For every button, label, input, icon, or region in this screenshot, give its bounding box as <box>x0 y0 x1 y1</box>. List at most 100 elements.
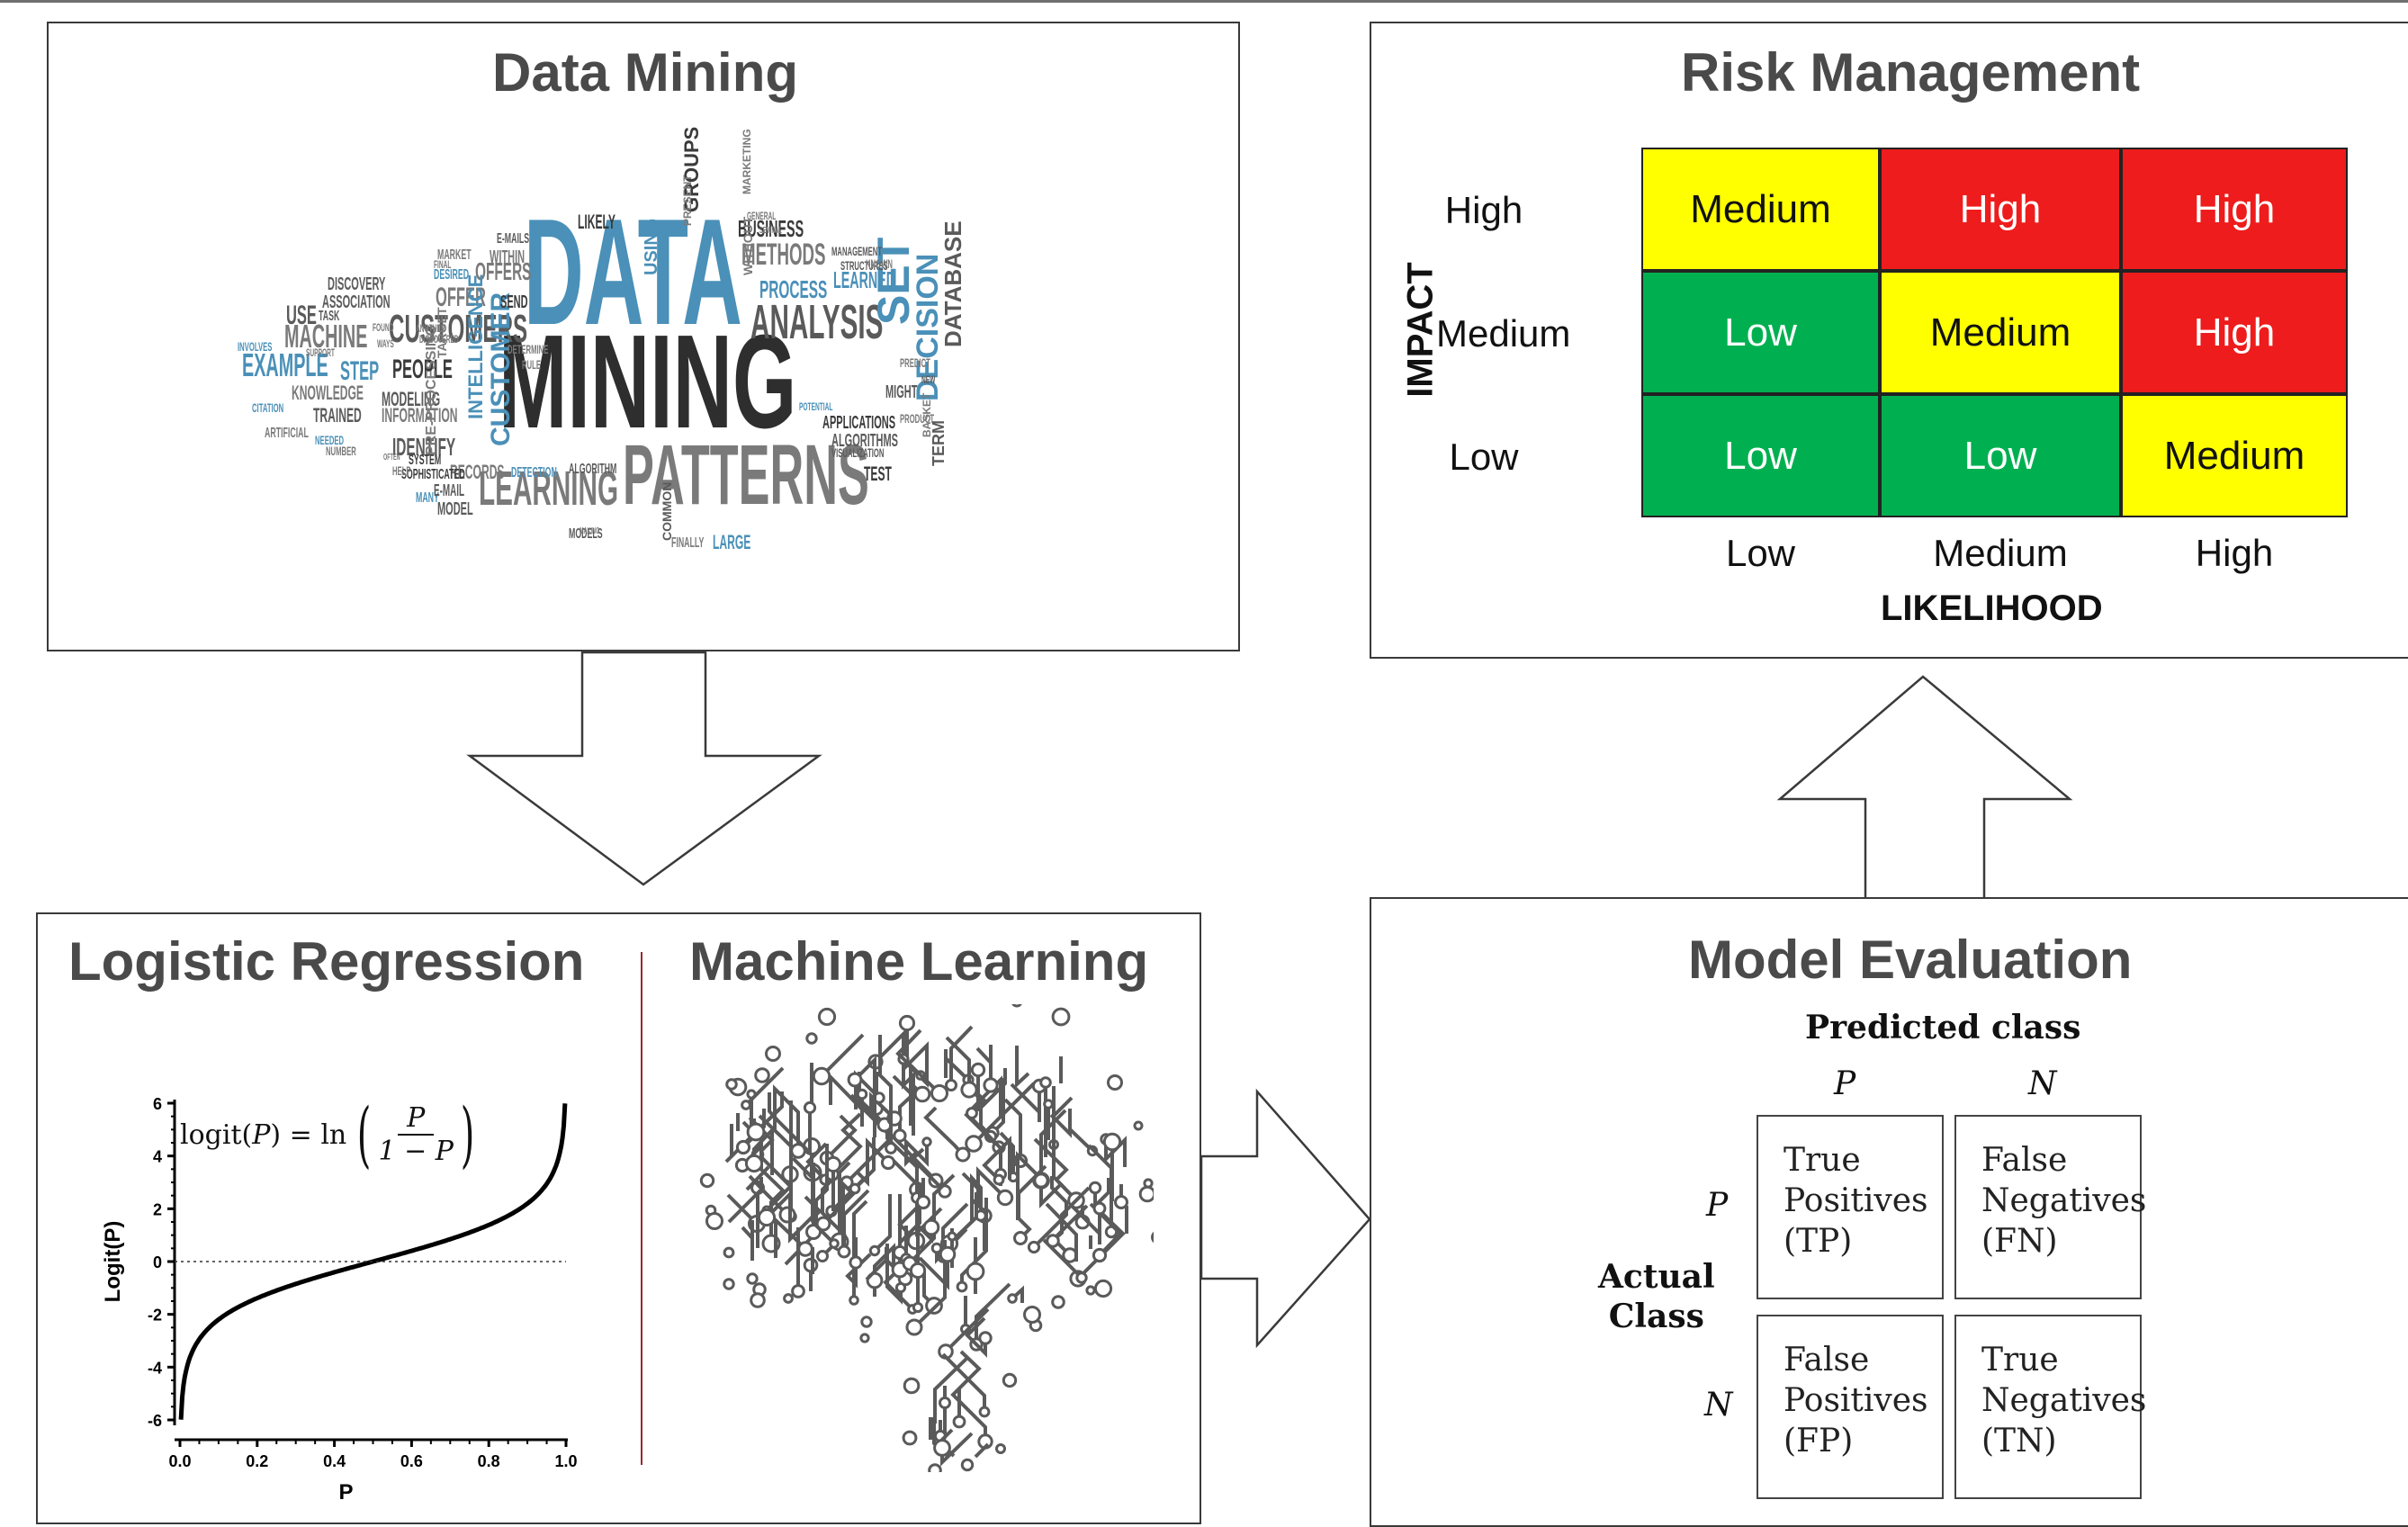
circuit-node <box>829 1238 840 1249</box>
y-tick-label: 0 <box>153 1253 162 1271</box>
circuit-node <box>993 1173 1005 1186</box>
circuit-node <box>803 1100 817 1115</box>
formula-numerator: P <box>398 1102 435 1136</box>
actual-label-line1: Actual <box>1598 1258 1715 1296</box>
cloud-word: PRESENT <box>681 175 694 226</box>
cloud-word: KNOWLEDGE <box>292 382 364 404</box>
cm-text: False <box>1981 1142 2068 1179</box>
cloud-word: CUSTOMERS <box>389 307 528 351</box>
cloud-word: MARKET <box>437 247 472 263</box>
actual-label-line2: Class <box>1608 1298 1704 1335</box>
circuit-trace <box>923 1106 965 1156</box>
circuit-trace <box>950 1350 987 1442</box>
circuit-node <box>1088 1181 1102 1195</box>
cm-cell-tp: True Positives (TP) <box>1757 1115 1944 1299</box>
circuit-node <box>930 1084 948 1102</box>
circuit-brain-image <box>699 1004 1154 1472</box>
circuit-node <box>860 1316 873 1328</box>
risk-row-label: Medium <box>1436 312 1571 355</box>
circuit-trace <box>1039 1109 1067 1181</box>
circuit-node <box>816 1250 829 1262</box>
cloud-word: DETERMINE <box>508 342 549 356</box>
risk-col-label: Low <box>1725 532 1796 574</box>
circuit-node <box>765 1046 781 1062</box>
circuit-trace <box>853 1137 876 1190</box>
circuit-node <box>1046 1234 1060 1248</box>
circuit-node <box>723 1246 735 1259</box>
cloud-word: MODELING <box>382 388 441 410</box>
circuit-node <box>995 1443 1006 1454</box>
panel-title: Logistic Regression <box>68 931 585 992</box>
circuit-node <box>978 1406 991 1418</box>
circuit-trace <box>1042 1238 1083 1280</box>
cloud-word: DESIRED <box>434 267 470 283</box>
circuit-trace <box>982 1136 1011 1181</box>
circuit-trace <box>1003 1098 1022 1161</box>
cloud-word: PROCESS <box>759 275 828 303</box>
cloud-word: ANALYSIS <box>750 295 884 349</box>
y-tick-label: -2 <box>148 1307 162 1325</box>
cloud-word: MANY <box>416 490 439 506</box>
cloud-word: NUMBER <box>326 444 356 458</box>
circuit-trace <box>975 1282 1011 1344</box>
circuit-trace <box>1087 1144 1113 1232</box>
circuit-node <box>885 1142 897 1154</box>
circuit-node <box>905 1318 923 1336</box>
circuit-node <box>847 1072 863 1088</box>
circuit-node <box>741 1100 751 1110</box>
cloud-word: DETECTION <box>511 465 557 481</box>
cloud-word: MODELS <box>569 526 603 542</box>
circuit-trace <box>741 1226 754 1240</box>
circuit-trace <box>961 1166 1007 1204</box>
y-tick-label: 2 <box>153 1200 162 1218</box>
cloud-word: TASK <box>319 309 340 324</box>
circuit-node <box>960 1081 978 1099</box>
circuit-trace <box>1052 1096 1078 1202</box>
circuit-trace <box>820 1033 865 1078</box>
circuit-node <box>955 1146 971 1163</box>
cloud-word: PREDICT <box>900 355 930 370</box>
circuit-node <box>1114 1195 1128 1209</box>
formula-fraction: P 1 − P <box>378 1102 453 1167</box>
circuit-node <box>960 1458 975 1472</box>
y-tick-label: 6 <box>153 1095 162 1113</box>
cloud-word: VISUALIZATION <box>831 445 885 460</box>
circuit-trace <box>949 1025 974 1085</box>
circuit-node <box>902 1430 918 1446</box>
cloud-word: E-MAILS <box>497 231 530 247</box>
cloud-word: FINAL <box>434 258 452 271</box>
formula-p: P <box>252 1118 271 1151</box>
circuit-trace <box>745 1165 770 1191</box>
circuit-node <box>1033 1172 1049 1189</box>
circuit-trace <box>869 1091 896 1120</box>
risk-y-axis-label: IMPACT <box>1400 262 1441 398</box>
cloud-word: IDENTIFY <box>392 433 456 461</box>
cm-text: Positives <box>1784 1182 1928 1219</box>
cloud-word: POTENTIAL <box>799 400 833 413</box>
cloud-word: SYSTEM <box>409 453 442 468</box>
risk-cell-low: Low <box>1641 271 1880 394</box>
circuit-node <box>912 1301 924 1314</box>
circuit-trace <box>975 1045 993 1085</box>
circuit-trace <box>885 1244 903 1305</box>
circuit-node <box>1107 1074 1123 1091</box>
cloud-word: MANAGEMENT <box>831 244 883 258</box>
cloud-word: DATA <box>524 187 742 356</box>
circuit-node <box>744 1154 764 1173</box>
circuit-trace <box>909 1061 941 1105</box>
cloud-word: E-MAIL <box>434 481 465 499</box>
circuit-trace <box>910 1147 947 1193</box>
cloud-word: MINING <box>499 308 797 456</box>
cloud-word: PEOPLE <box>392 355 453 384</box>
cloud-word: ALGORITHM <box>569 462 617 477</box>
col-label-p: P <box>1834 1065 1856 1102</box>
cloud-word: BASKET <box>921 392 933 437</box>
cloud-word: GENERAL <box>747 210 777 222</box>
cm-text: (FP) <box>1784 1423 1854 1460</box>
cloud-word: COMMON <box>660 481 674 541</box>
x-tick-label: 0.4 <box>323 1452 346 1470</box>
risk-cell-high: High <box>2121 148 2348 271</box>
